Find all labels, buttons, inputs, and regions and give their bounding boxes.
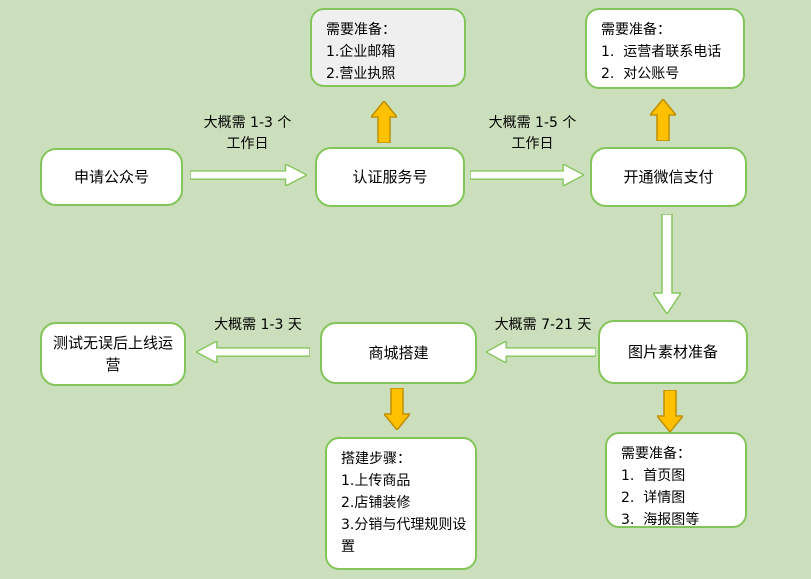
note-images-prep: 需要准备： 1. 首页图 2. 详情图 3. 海报图等 [605, 432, 747, 528]
node-label: 图片素材准备 [627, 343, 718, 361]
arrow-up-icon [650, 99, 676, 141]
arrow-left-icon [486, 341, 596, 363]
node-apply-official-account: 申请公众号 [40, 148, 183, 206]
note-title: 搭建步骤： [341, 451, 411, 467]
note-item: 2.营业执照 [326, 66, 396, 82]
arrow-right-icon [470, 164, 584, 186]
edge-label-apply-verify: 大概需 1-3 个 工作日 [203, 115, 292, 152]
note-verify-prep: 需要准备： 1.企业邮箱 2.营业执照 [310, 8, 466, 87]
node-mall-build: 商城搭建 [320, 322, 477, 384]
note-item: 3. 海报图等 [621, 512, 700, 528]
note-items: 1.上传商品 2.店铺装修 3.分销与代理规则设置 [341, 470, 469, 558]
note-items: 1.企业邮箱 2.营业执照 [326, 41, 458, 85]
node-verify-service-account: 认证服务号 [315, 147, 465, 207]
edge-label-build-launch: 大概需 1-3 天 [214, 317, 302, 333]
node-test-and-launch: 测试无误后上线运营 [40, 322, 186, 386]
note-title: 需要准备： [621, 446, 691, 462]
arrow-right-icon [190, 164, 307, 186]
edge-label-images-build: 大概需 7-21 天 [494, 317, 592, 333]
arrow-down-orange-icon [657, 390, 683, 432]
node-image-material-prep: 图片素材准备 [598, 320, 748, 384]
note-title: 需要准备： [326, 22, 396, 38]
arrow-down-icon [653, 214, 681, 314]
note-items: 1. 运营者联系电话 2. 对公账号 [601, 41, 737, 85]
node-label: 开通微信支付 [623, 168, 714, 186]
note-item: 1. 首页图 [621, 468, 686, 484]
node-label: 测试无误后上线运营 [52, 334, 173, 374]
note-items: 1. 首页图 2. 详情图 3. 海报图等 [621, 465, 739, 531]
node-open-wechat-pay: 开通微信支付 [590, 147, 747, 207]
note-item: 2. 详情图 [621, 490, 686, 506]
note-item: 1. 运营者联系电话 [601, 44, 722, 60]
note-item: 2. 对公账号 [601, 66, 680, 82]
note-item: 3.分销与代理规则设置 [341, 517, 467, 555]
edge-label-verify-payment: 大概需 1-5 个 工作日 [488, 115, 577, 152]
node-label: 认证服务号 [352, 168, 428, 186]
arrow-up-icon [371, 101, 397, 143]
arrow-down-orange-icon [384, 388, 410, 430]
note-build-steps: 搭建步骤： 1.上传商品 2.店铺装修 3.分销与代理规则设置 [325, 437, 477, 570]
note-title: 需要准备： [601, 22, 671, 38]
arrow-left-icon [196, 341, 310, 363]
note-item: 1.上传商品 [341, 473, 411, 489]
note-item: 1.企业邮箱 [326, 44, 396, 60]
node-label: 申请公众号 [73, 168, 149, 186]
note-item: 2.店铺装修 [341, 495, 411, 511]
node-label: 商城搭建 [368, 344, 429, 362]
note-payment-prep: 需要准备： 1. 运营者联系电话 2. 对公账号 [585, 8, 745, 89]
